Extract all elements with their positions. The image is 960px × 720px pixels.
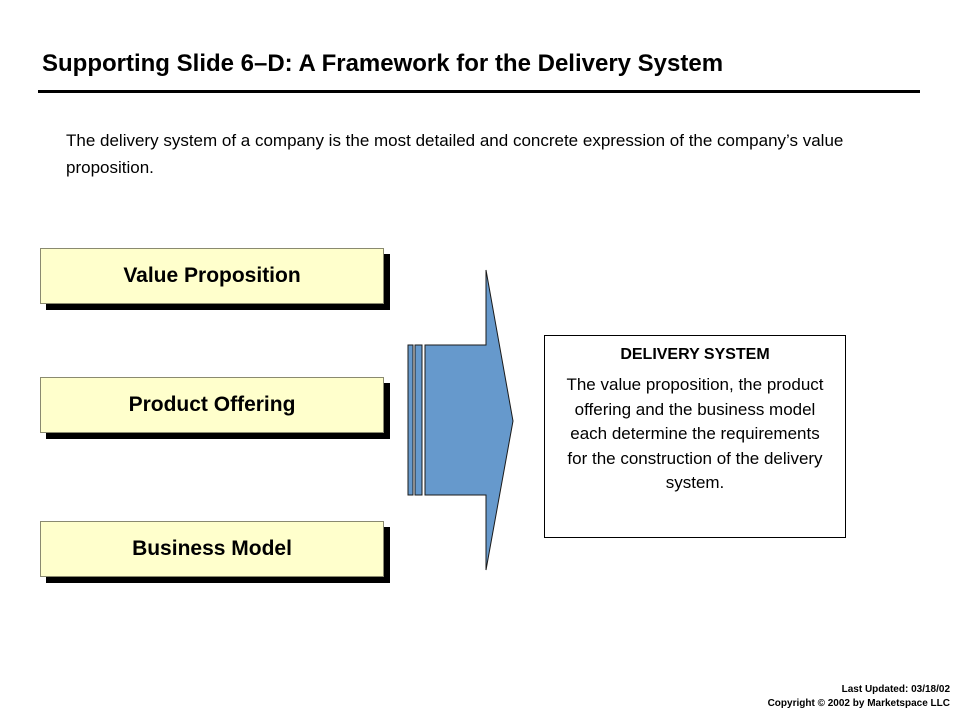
product-offering-label: Product Offering bbox=[128, 393, 296, 416]
block-arrow bbox=[407, 269, 514, 571]
slide-title: Supporting Slide 6–D: A Framework for th… bbox=[42, 50, 724, 77]
business-model-label: Business Model bbox=[132, 537, 292, 560]
arrow-stripe-1 bbox=[407, 344, 414, 496]
delivery-system-box: DELIVERY SYSTEM The value proposition, t… bbox=[544, 335, 846, 538]
delivery-system-heading: DELIVERY SYSTEM bbox=[620, 346, 770, 363]
last-updated: Last Updated: 03/18/02 bbox=[841, 684, 950, 695]
value-proposition-box: Value Proposition bbox=[40, 248, 384, 304]
arrow-head bbox=[424, 269, 514, 571]
title-divider bbox=[38, 90, 920, 93]
value-proposition-label: Value Proposition bbox=[123, 264, 301, 287]
business-model-box: Business Model bbox=[40, 521, 384, 577]
footer: Last Updated: 03/18/02 Copyright © 2002 … bbox=[768, 683, 950, 711]
delivery-system-description: The value proposition, the product offer… bbox=[566, 375, 824, 492]
copyright-notice: Copyright © 2002 by Marketspace LLC bbox=[767, 698, 950, 709]
intro-text: The delivery system of a company is the … bbox=[66, 131, 844, 177]
product-offering-box: Product Offering bbox=[40, 377, 384, 433]
arrow-stripe-2 bbox=[414, 344, 423, 496]
